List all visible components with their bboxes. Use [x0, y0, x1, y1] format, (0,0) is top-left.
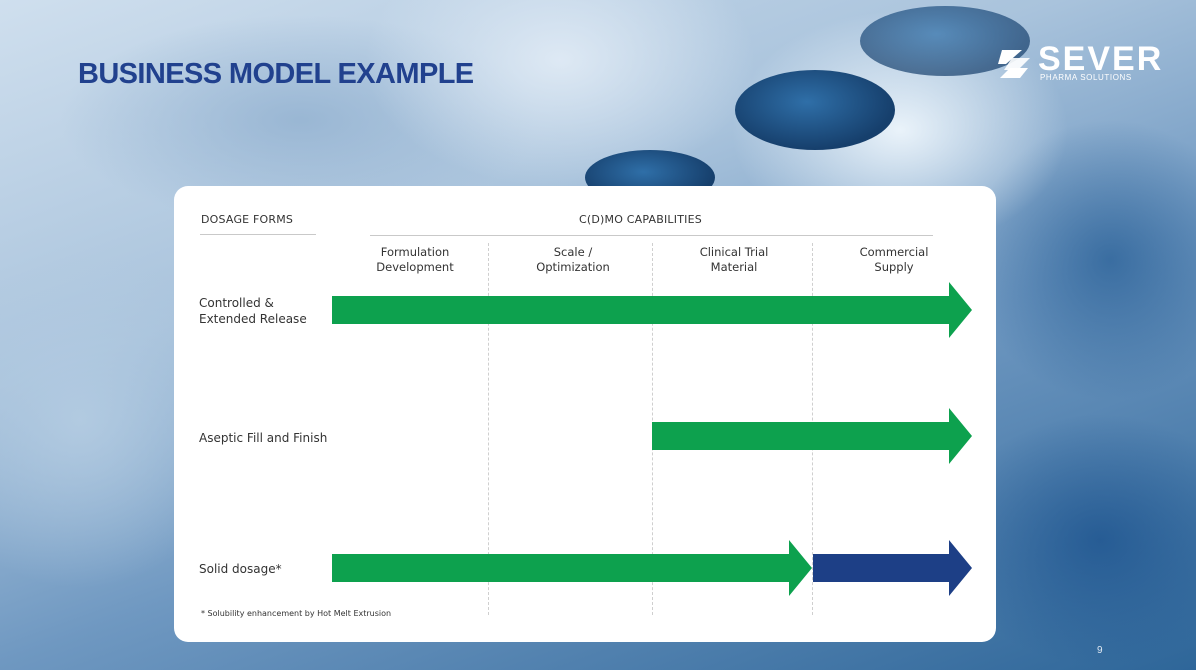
- slide-title: BUSINESS MODEL EXAMPLE: [78, 58, 474, 90]
- stage-line-1: Scale /: [553, 245, 593, 259]
- vial-cap-decor-3: [860, 6, 1030, 76]
- stage-line-1: Clinical Trial: [699, 245, 769, 259]
- footnote: * Solubility enhancement by Hot Melt Ext…: [201, 609, 392, 618]
- stage-divider: [488, 243, 489, 615]
- logo-tagline: PHARMA SOLUTIONS: [1040, 73, 1132, 82]
- arrow-solid-dosage-commercial: [813, 540, 972, 596]
- stage-line-2: Optimization: [536, 260, 610, 274]
- dosage-forms-header: DOSAGE FORMS: [201, 213, 294, 226]
- stage-formulation-development: Formulation Development: [350, 245, 480, 275]
- row-label-line-1: Controlled &: [199, 296, 274, 310]
- stage-line-2: Material: [710, 260, 758, 274]
- arrow-solid-dosage: [332, 540, 812, 596]
- capabilities-card: DOSAGE FORMS C(D)MO CAPABILITIES Formula…: [174, 186, 996, 642]
- row-label-line-1: Aseptic Fill and Finish: [199, 431, 328, 445]
- row-label-aseptic: Aseptic Fill and Finish: [199, 430, 327, 446]
- stage-line-1: Formulation: [380, 245, 450, 259]
- stage-scale-optimization: Scale / Optimization: [508, 245, 638, 275]
- row-label-line-1: Solid dosage*: [199, 562, 282, 576]
- arrow-controlled-release: [332, 282, 972, 338]
- capabilities-header: C(D)MO CAPABILITIES: [579, 213, 702, 226]
- vial-cap-decor: [735, 70, 895, 150]
- dosage-forms-rule: [200, 234, 316, 235]
- logo-mark-icon: [998, 50, 1030, 78]
- capabilities-rule: [370, 235, 933, 236]
- stage-line-1: Commercial: [859, 245, 929, 259]
- page-number: 9: [1097, 645, 1103, 656]
- row-label-solid-dosage: Solid dosage*: [199, 561, 282, 577]
- stage-line-2: Development: [376, 260, 454, 274]
- stage-line-2: Supply: [874, 260, 914, 274]
- arrow-aseptic-fill: [652, 408, 972, 464]
- capability-arrows: [332, 282, 972, 596]
- row-label-controlled-release: Controlled & Extended Release: [199, 295, 307, 327]
- stage-clinical-trial-material: Clinical Trial Material: [669, 245, 799, 275]
- row-label-line-2: Extended Release: [199, 312, 307, 326]
- stage-commercial-supply: Commercial Supply: [829, 245, 959, 275]
- logo-wordmark: SEVER: [1038, 40, 1164, 78]
- company-logo: SEVER PHARMA SOLUTIONS: [996, 40, 1166, 90]
